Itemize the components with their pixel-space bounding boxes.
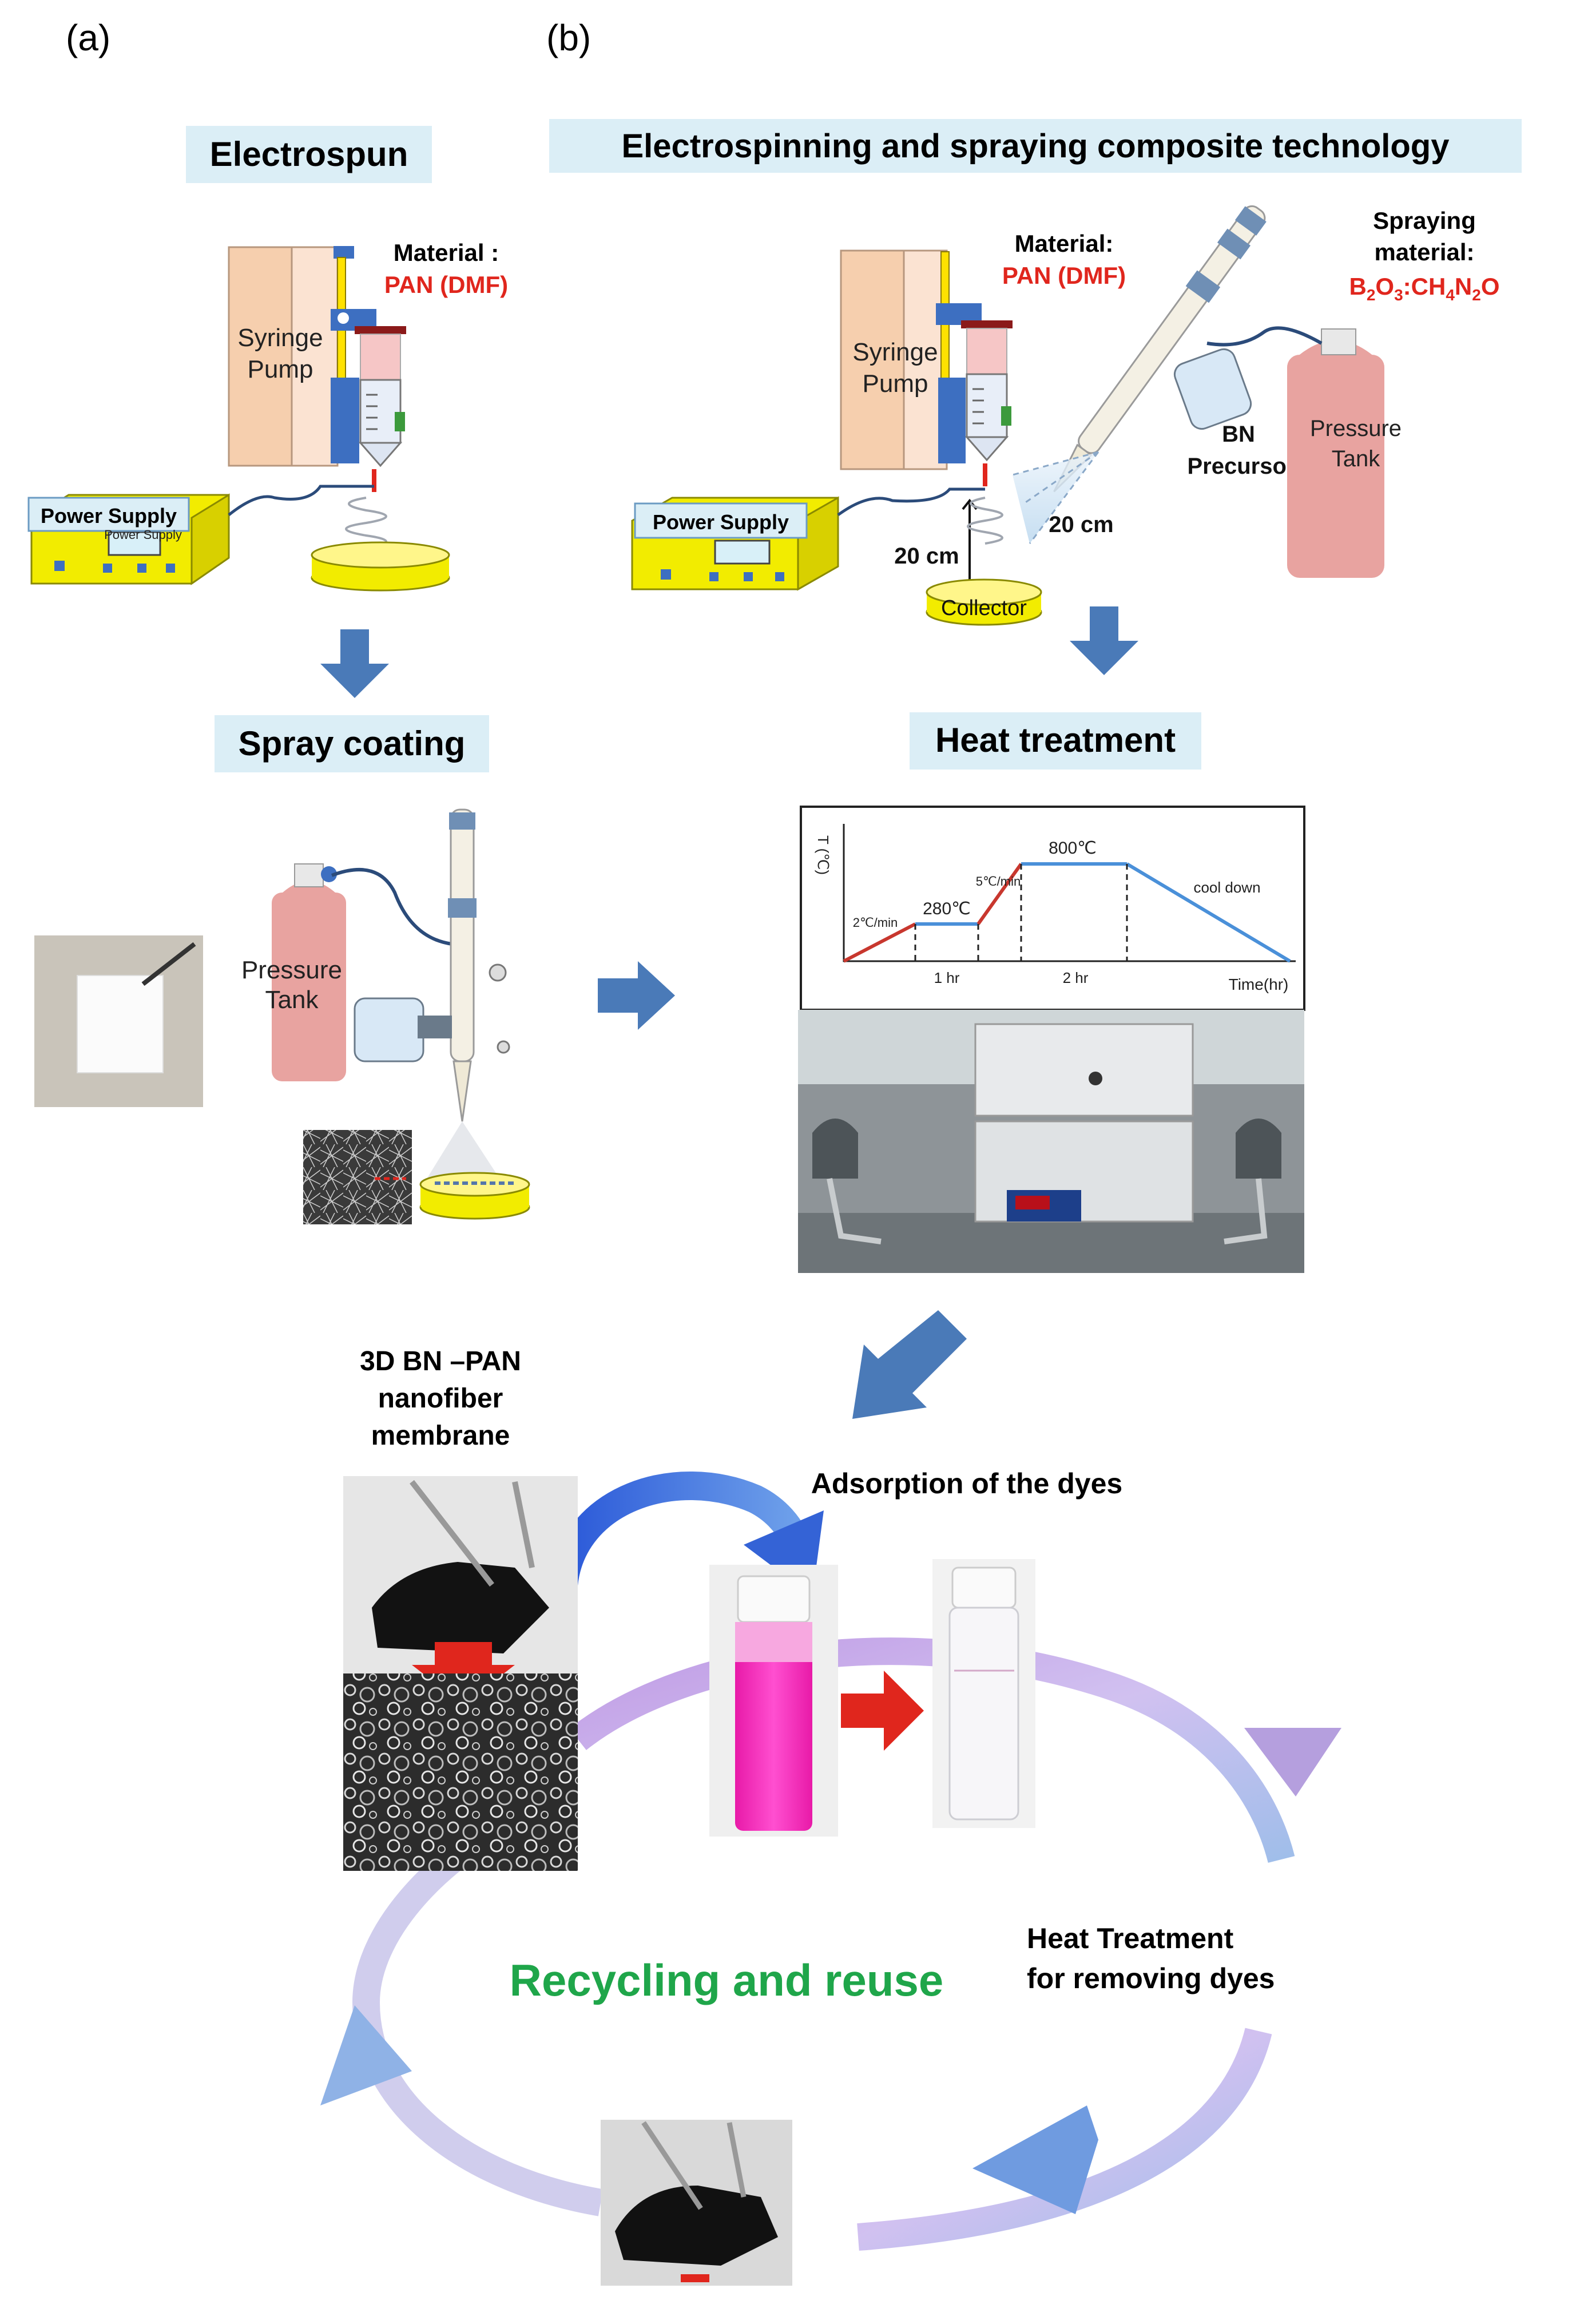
chart-x-axis-label: Time(hr) — [1229, 975, 1289, 993]
spraying-material-line2: material: — [1374, 239, 1474, 265]
pressure-tank-a-line2: Tank — [265, 986, 319, 1014]
collector-spray-a — [419, 1172, 530, 1220]
syringe-pump-a-line1: Syringe — [237, 324, 323, 352]
recycling-label: Recycling and reuse — [510, 1955, 944, 2005]
membrane-label-line2: nanofiber — [378, 1383, 503, 1414]
ring-right — [857, 2028, 1272, 2251]
material-label-a: Material : — [394, 239, 499, 266]
collector-label: Collector — [941, 596, 1027, 620]
rate-1-label: 2℃/min — [853, 915, 898, 930]
syringe-pump-b: Syringe Pump — [840, 249, 1013, 486]
bn-precursor-line1: BN — [1222, 422, 1255, 447]
hose-b — [1206, 326, 1323, 347]
rate-2-label: 5℃/min — [976, 874, 1021, 889]
distance-label-vertical: 20 cm — [894, 544, 959, 569]
ramp-2 — [976, 863, 1023, 925]
heat-profile-chart: T (℃) Time(hr) 2℃/min 280℃ 5℃/min 800℃ c… — [800, 806, 1305, 1011]
syringe-pump-a: Syringe Pump — [228, 246, 406, 492]
hose-a — [331, 868, 452, 946]
pressure-tank-a: Pressure Tank — [241, 863, 346, 1081]
panel-label-b: (b) — [546, 17, 591, 58]
arrow-down-a — [320, 629, 389, 698]
wire-b — [837, 487, 985, 517]
composite-title-box — [549, 119, 1522, 173]
collector-b: Collector — [926, 497, 1042, 626]
syringe-pump-b-line1: Syringe — [852, 338, 938, 366]
arrow-right-a — [598, 961, 675, 1030]
recycle-ring — [320, 1637, 1341, 2251]
furnace-photo — [798, 1010, 1304, 1273]
red-right-arrow — [841, 1671, 924, 1751]
spray-title-box — [215, 715, 489, 772]
hold-2-label: 800℃ — [1049, 839, 1097, 858]
vial-clear — [932, 1559, 1035, 1828]
power-supply-a-label: Power Supply — [41, 504, 177, 528]
pressure-tank-b: Pressure Tank — [1287, 328, 1402, 578]
power-supply-a-sublabel: Power Supply — [104, 528, 182, 542]
ring-arrowhead-bottom-right — [972, 2105, 1098, 2214]
heat-removal-label-line1: Heat Treatment — [1027, 1922, 1234, 1954]
ring-arrowhead-left — [320, 2005, 412, 2105]
sample-photo-a — [34, 935, 203, 1107]
panel-label-a: (a) — [66, 17, 110, 58]
collector-a — [311, 497, 450, 592]
power-supply-a: Power Supply Power Supply — [27, 493, 230, 585]
pressure-tank-b-line1: Pressure — [1310, 416, 1402, 441]
electrospun-title-box — [186, 126, 432, 183]
cool-down-label: cool down — [1193, 879, 1260, 896]
arrow-diagonal — [852, 1310, 967, 1419]
power-supply-b-label: Power Supply — [653, 510, 789, 534]
duration-1-label: 1 hr — [934, 969, 960, 986]
distance-arrow-vertical — [962, 498, 978, 594]
arrow-down-b — [1070, 606, 1138, 675]
spray-gun-b — [1053, 205, 1267, 493]
bn-precursor-line2: Precursor — [1188, 454, 1296, 479]
cool-down-line — [1126, 862, 1291, 963]
ring-arrowhead-right — [1244, 1728, 1341, 1796]
ring-bottom-left — [352, 1807, 604, 2216]
spray-lines-b — [1012, 451, 1099, 544]
material-value-b: PAN (DMF) — [1002, 262, 1126, 289]
ramp-1 — [843, 922, 916, 963]
syringe-pump-a-line2: Pump — [248, 355, 313, 383]
power-supply-b: Power Supply — [631, 496, 839, 591]
heat-title: Heat treatment — [935, 721, 1176, 759]
heat-title-box — [910, 712, 1201, 770]
composite-title: Electrospinning and spraying composite t… — [622, 128, 1450, 165]
membrane-label-line1: 3D BN –PAN — [360, 1346, 521, 1377]
reused-membrane-photo — [601, 2120, 792, 2286]
pressure-tank-a-line1: Pressure — [241, 956, 342, 984]
distance-label-spray: 20 cm — [1049, 512, 1113, 537]
membrane-label-line3: membrane — [371, 1421, 510, 1451]
hold-1-label: 280℃ — [923, 899, 971, 918]
material-value-a: PAN (DMF) — [384, 271, 508, 298]
duration-2-label: 2 hr — [1063, 969, 1089, 986]
sem-membrane-image — [343, 1673, 578, 1871]
spraying-formula: B2O3:CH4N2O — [1349, 273, 1500, 304]
adsorption-label: Adsorption of the dyes — [811, 1468, 1122, 1500]
spray-gun-a — [354, 808, 510, 1122]
ring-top — [569, 1637, 1295, 1863]
spray-title: Spray coating — [239, 724, 466, 763]
spray-cone-b — [1013, 452, 1098, 544]
heat-removal-label-line2: for removing dyes — [1027, 1962, 1275, 1994]
spraying-material-line1: Spraying — [1373, 207, 1476, 234]
spray-cone-a — [423, 1121, 503, 1184]
membrane-photo — [343, 1476, 578, 1673]
chart-y-axis-label: T (℃) — [815, 835, 832, 875]
vial-pink — [709, 1565, 838, 1837]
pressure-tank-b-line2: Tank — [1332, 446, 1380, 471]
adsorption-curve-arrow — [549, 1472, 808, 1587]
material-label-b: Material: — [1015, 230, 1114, 257]
electrospun-title: Electrospun — [210, 135, 408, 173]
syringe-pump-b-line2: Pump — [863, 370, 928, 398]
wire-a — [228, 485, 374, 516]
